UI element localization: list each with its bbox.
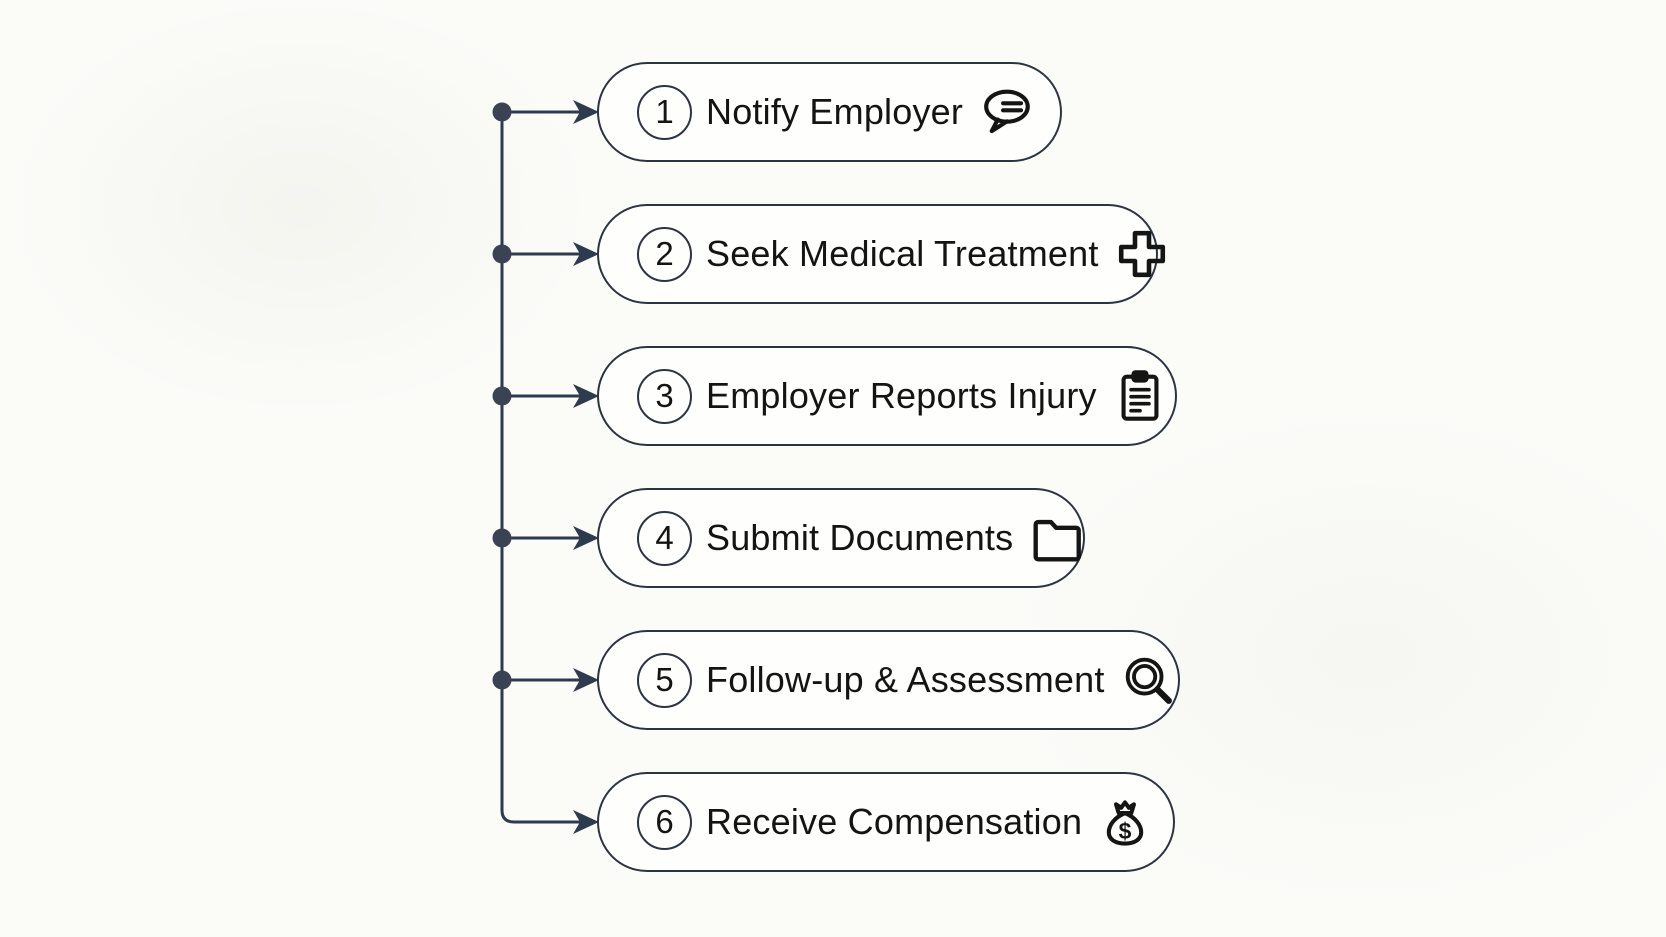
magnifier-icon: [1119, 649, 1177, 711]
step-pill-1: 1 Notify Employer: [597, 62, 1062, 162]
folder-icon: [1027, 507, 1085, 569]
junction-dot: [492, 102, 512, 122]
svg-text:$: $: [1119, 818, 1132, 844]
step-number-badge: 1: [637, 84, 692, 140]
step-number-badge: 5: [637, 652, 692, 708]
speech-bubble-icon: [977, 81, 1035, 143]
junction-dot: [492, 386, 512, 406]
step-label: Follow-up & Assessment: [706, 659, 1105, 700]
arrowhead-icon: [573, 384, 599, 408]
arrowhead-icon: [573, 668, 599, 692]
junction-dot: [492, 244, 512, 264]
step-label: Seek Medical Treatment: [706, 233, 1099, 274]
step-label: Receive Compensation: [706, 801, 1083, 842]
step-label: Employer Reports Injury: [706, 375, 1097, 416]
step-number-badge: 3: [637, 368, 692, 424]
step-label: Notify Employer: [706, 91, 964, 132]
step-pill-6: 6 Receive Compensation $: [597, 772, 1175, 872]
spine-line: [500, 112, 582, 824]
step-pill-2: 2 Seek Medical Treatment: [597, 204, 1165, 304]
step-pill-4: 4 Submit Documents: [597, 488, 1085, 588]
arrowhead-icon: [573, 526, 599, 550]
medical-cross-icon: [1113, 223, 1171, 285]
step-label: Submit Documents: [706, 517, 1014, 558]
step-pill-5: 5 Follow-up & Assessment: [597, 630, 1180, 730]
clipboard-icon: [1111, 365, 1169, 427]
step-number-badge: 4: [637, 510, 692, 566]
arrowhead-icon: [573, 810, 599, 834]
arrowhead-icon: [573, 242, 599, 266]
junction-dot: [492, 528, 512, 548]
step-number-badge: 6: [637, 794, 692, 850]
step-pill-3: 3 Employer Reports Injury: [597, 346, 1177, 446]
arrowhead-icon: [573, 100, 599, 124]
junction-dot: [492, 670, 512, 690]
step-number-badge: 2: [637, 226, 692, 282]
money-bag-icon: $: [1096, 791, 1154, 853]
